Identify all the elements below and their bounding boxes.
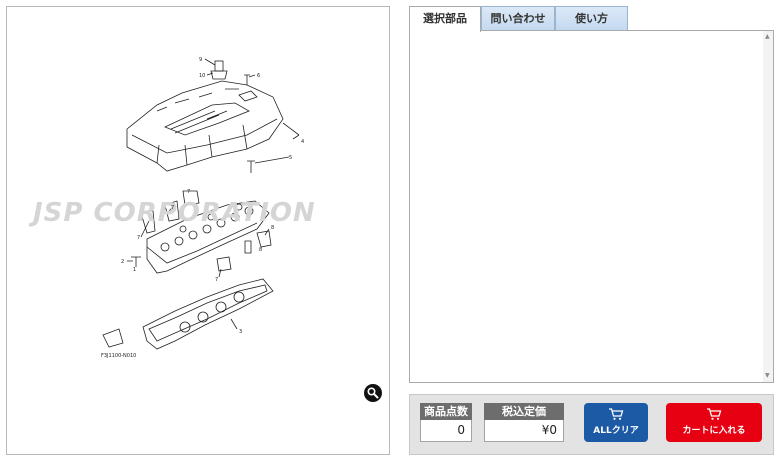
callout-8b: 8 (259, 247, 262, 253)
tab-selected-parts[interactable]: 選択部品 (409, 6, 481, 32)
scroll-down-icon[interactable]: ▼ (765, 372, 770, 379)
watermark-text: JSP CORPORATION (28, 198, 316, 228)
callout-8a: 8 (271, 225, 274, 231)
item-count-value: 0 (420, 420, 472, 442)
all-clear-button[interactable]: ALLクリア (584, 403, 648, 442)
callout-1: 1 (133, 267, 136, 273)
all-clear-label: ALLクリア (593, 426, 639, 436)
callout-7c: 7 (215, 277, 218, 283)
callout-2: 2 (121, 259, 124, 265)
parts-diagram[interactable]: JSP CORPORATION 9 10 6 4 5 7 8 7 7 8 2 1… (7, 7, 390, 455)
callout-5: 5 (289, 155, 292, 161)
callout-6: 6 (257, 73, 260, 79)
shopping-cart-icon (707, 408, 722, 420)
item-count-label: 商品点数 (420, 403, 472, 420)
diagram-ref-code: F3J1100-N010 (101, 353, 136, 359)
shopping-cart-icon (609, 408, 624, 420)
cart-summary-bar: 商品点数 0 税込定価 ¥0 ALLクリア カートに入れる (409, 394, 774, 455)
callout-7b: 7 (171, 205, 174, 211)
selected-parts-list: ▲ ▼ (409, 30, 774, 383)
magnifier-icon (367, 387, 379, 399)
callout-9: 9 (199, 57, 202, 63)
add-to-cart-label: カートに入れる (682, 426, 746, 436)
callout-7a: 7 (137, 235, 140, 241)
callout-4: 4 (301, 139, 304, 145)
list-scrollbar[interactable]: ▲ ▼ (763, 31, 773, 382)
add-to-cart-button[interactable]: カートに入れる (666, 403, 762, 442)
scroll-up-icon[interactable]: ▲ (765, 33, 770, 40)
tab-how-to-use[interactable]: 使い方 (555, 6, 628, 31)
parts-diagram-panel[interactable]: JSP CORPORATION 9 10 6 4 5 7 8 7 7 8 2 1… (6, 6, 390, 455)
callout-10: 10 (199, 73, 205, 79)
tab-inquiry[interactable]: 問い合わせ (481, 6, 555, 31)
item-count-box: 商品点数 0 (420, 403, 472, 442)
callout-7d: 7 (187, 189, 190, 195)
callout-3: 3 (239, 329, 242, 335)
zoom-button[interactable] (364, 384, 382, 402)
total-price-label: 税込定価 (484, 403, 564, 420)
total-price-box: 税込定価 ¥0 (484, 403, 564, 442)
total-price-value: ¥0 (484, 420, 564, 442)
